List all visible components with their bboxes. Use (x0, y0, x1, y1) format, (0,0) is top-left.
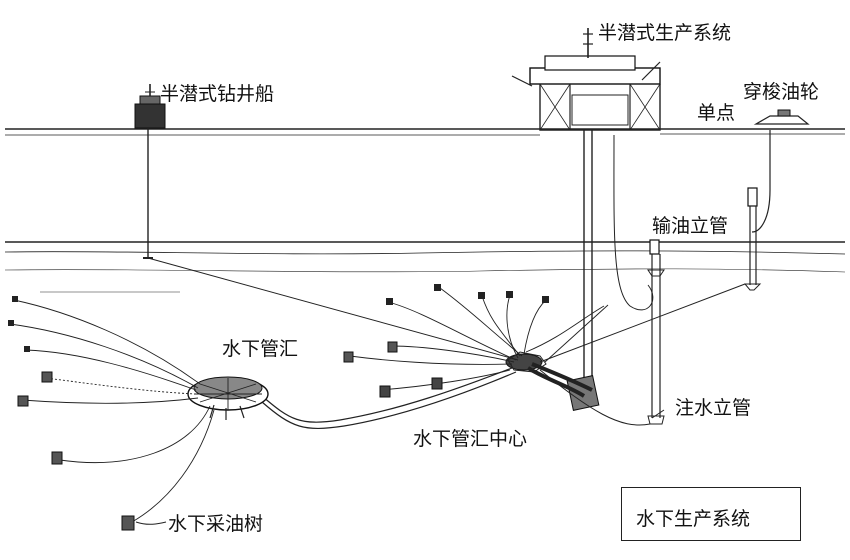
label-subsea-manifold-center: 水下管汇中心 (413, 428, 528, 450)
seabed (4, 241, 846, 293)
label-subsea-tree: 水下采油树 (168, 513, 264, 535)
drilling-ship (134, 84, 166, 259)
label-single-point: 单点 (697, 102, 736, 124)
label-semi-sub-production-system: 半潜式生产系统 (598, 22, 732, 44)
single-point-and-tanker (751, 109, 810, 233)
center-wellheads (343, 284, 605, 365)
legend-box: 水下生产系统 (621, 487, 801, 541)
production-platform (511, 28, 661, 411)
leader-lines (135, 409, 665, 525)
label-semi-sub-drilling-ship: 半潜式钻井船 (160, 83, 275, 105)
sea-surface (5, 128, 845, 136)
subsea-manifold-structure (187, 376, 269, 420)
label-subsea-manifold: 水下管汇 (222, 338, 299, 360)
label-water-injection-riser: 注水立管 (675, 397, 752, 419)
legend-title: 水下生产系统 (636, 508, 751, 530)
oil-export-riser (743, 187, 762, 291)
label-oil-export-riser: 输油立管 (652, 215, 729, 237)
water-injection-riser (647, 239, 665, 425)
manifold-center-structure (147, 257, 746, 426)
manifold-wellheads (8, 296, 215, 531)
label-shuttle-tanker: 穿梭油轮 (743, 81, 820, 103)
flowlines (261, 367, 517, 429)
